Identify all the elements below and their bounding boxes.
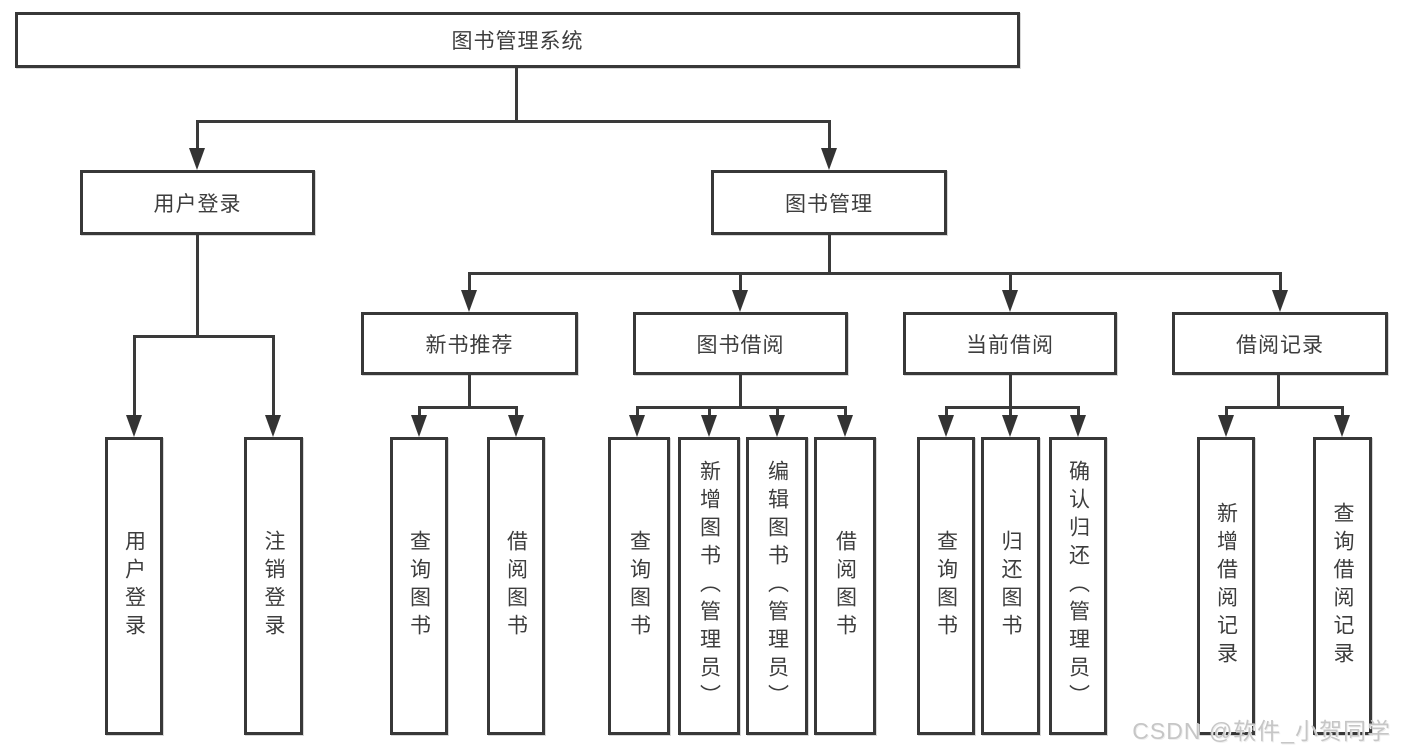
arrow-down-icon (1334, 415, 1350, 437)
node-book-management-label: 图书管理 (785, 192, 873, 216)
node-book-borrowing-label: 图书借阅 (696, 333, 785, 357)
leaf-edit-book-admin-label: 编辑图书（管理员） (765, 460, 789, 712)
connector-line (1279, 272, 1282, 294)
watermark: CSDN @软件_小贺同学 (1132, 718, 1391, 744)
leaf-borrow-books-borrowing: 借阅图书 (814, 437, 876, 735)
leaf-query-borrow-record: 查询借阅记录 (1313, 437, 1372, 735)
leaf-borrow-books-borrowing-label: 借阅图书 (833, 530, 857, 642)
connector-line (196, 120, 831, 123)
connector-line (1009, 272, 1012, 294)
leaf-user-login: 用户登录 (105, 437, 163, 735)
leaf-add-borrow-record: 新增借阅记录 (1197, 437, 1255, 735)
connector-line (1225, 406, 1228, 418)
node-user-login: 用户登录 (80, 170, 315, 235)
connector-line (945, 406, 948, 418)
node-book-management: 图书管理 (711, 170, 947, 235)
leaf-logout-label: 注销登录 (262, 530, 285, 642)
connector-line (945, 406, 1080, 409)
arrow-down-icon (411, 415, 427, 437)
leaf-return-books-label: 归还图书 (999, 530, 1022, 642)
connector-line (636, 406, 847, 409)
connector-line (468, 272, 1282, 275)
arrow-down-icon (732, 290, 748, 312)
leaf-edit-book-admin: 编辑图书（管理员） (746, 437, 808, 735)
node-new-book-recommend: 新书推荐 (361, 312, 578, 375)
connector-line (1277, 375, 1280, 408)
node-user-login-label: 用户登录 (153, 192, 242, 216)
leaf-confirm-return-admin: 确认归还（管理员） (1049, 437, 1107, 735)
connector-line (468, 272, 471, 294)
connector-line (636, 406, 639, 418)
connector-line (828, 120, 831, 150)
connector-line (739, 272, 742, 294)
leaf-add-book-admin: 新增图书（管理员） (678, 437, 740, 735)
leaf-query-books-current: 查询图书 (917, 437, 975, 735)
connector-line (776, 406, 779, 418)
connector-line (133, 335, 275, 338)
arrow-down-icon (265, 415, 281, 437)
leaf-confirm-return-admin-label: 确认归还（管理员） (1066, 460, 1090, 712)
arrow-down-icon (629, 415, 645, 437)
connector-line (708, 406, 711, 418)
arrow-down-icon (1272, 290, 1288, 312)
node-current-borrowing: 当前借阅 (903, 312, 1117, 375)
arrow-down-icon (1070, 415, 1086, 437)
node-current-borrowing-label: 当前借阅 (966, 333, 1054, 357)
connector-line (468, 375, 471, 408)
leaf-query-books-recommend: 查询图书 (390, 437, 448, 735)
arrow-down-icon (837, 415, 853, 437)
arrow-down-icon (701, 415, 717, 437)
arrow-down-icon (769, 415, 785, 437)
connector-line (418, 406, 518, 409)
connector-line (1341, 406, 1344, 418)
connector-line (739, 375, 742, 408)
leaf-query-books-recommend-label: 查询图书 (407, 530, 431, 642)
connector-line (515, 406, 518, 418)
node-root-label: 图书管理系统 (451, 30, 584, 53)
arrow-down-icon (126, 415, 142, 437)
connector-line (828, 235, 831, 274)
connector-line (1077, 406, 1080, 418)
arrow-down-icon (1002, 290, 1018, 312)
leaf-query-books-borrowing-label: 查询图书 (627, 530, 651, 642)
leaf-return-books: 归还图书 (981, 437, 1040, 735)
arrow-down-icon (1218, 415, 1234, 437)
connector-line (196, 235, 199, 337)
arrow-down-icon (821, 148, 837, 170)
node-borrowing-records-label: 借阅记录 (1236, 333, 1324, 357)
connector-line (133, 335, 136, 417)
leaf-borrow-books-recommend: 借阅图书 (487, 437, 545, 735)
connector-line (1009, 375, 1012, 408)
leaf-borrow-books-recommend-label: 借阅图书 (504, 530, 528, 642)
arrow-down-icon (1002, 415, 1018, 437)
connector-line (515, 68, 518, 122)
leaf-add-borrow-record-label: 新增借阅记录 (1214, 502, 1238, 670)
arrow-down-icon (938, 415, 954, 437)
leaf-query-books-current-label: 查询图书 (934, 530, 958, 642)
node-root: 图书管理系统 (15, 12, 1020, 68)
connector-line (196, 120, 199, 150)
connector-line (1225, 406, 1344, 409)
arrow-down-icon (189, 148, 205, 170)
arrow-down-icon (508, 415, 524, 437)
leaf-logout: 注销登录 (244, 437, 303, 735)
leaf-query-books-borrowing: 查询图书 (608, 437, 670, 735)
node-new-book-recommend-label: 新书推荐 (425, 333, 514, 357)
node-book-borrowing: 图书借阅 (633, 312, 848, 375)
leaf-add-book-admin-label: 新增图书（管理员） (697, 460, 721, 712)
connector-line (418, 406, 421, 418)
leaf-query-borrow-record-label: 查询借阅记录 (1331, 502, 1354, 670)
leaf-user-login-label: 用户登录 (122, 530, 146, 642)
arrow-down-icon (461, 290, 477, 312)
connector-line (844, 406, 847, 418)
connector-line (1009, 406, 1012, 418)
connector-line (272, 335, 275, 417)
node-borrowing-records: 借阅记录 (1172, 312, 1388, 375)
